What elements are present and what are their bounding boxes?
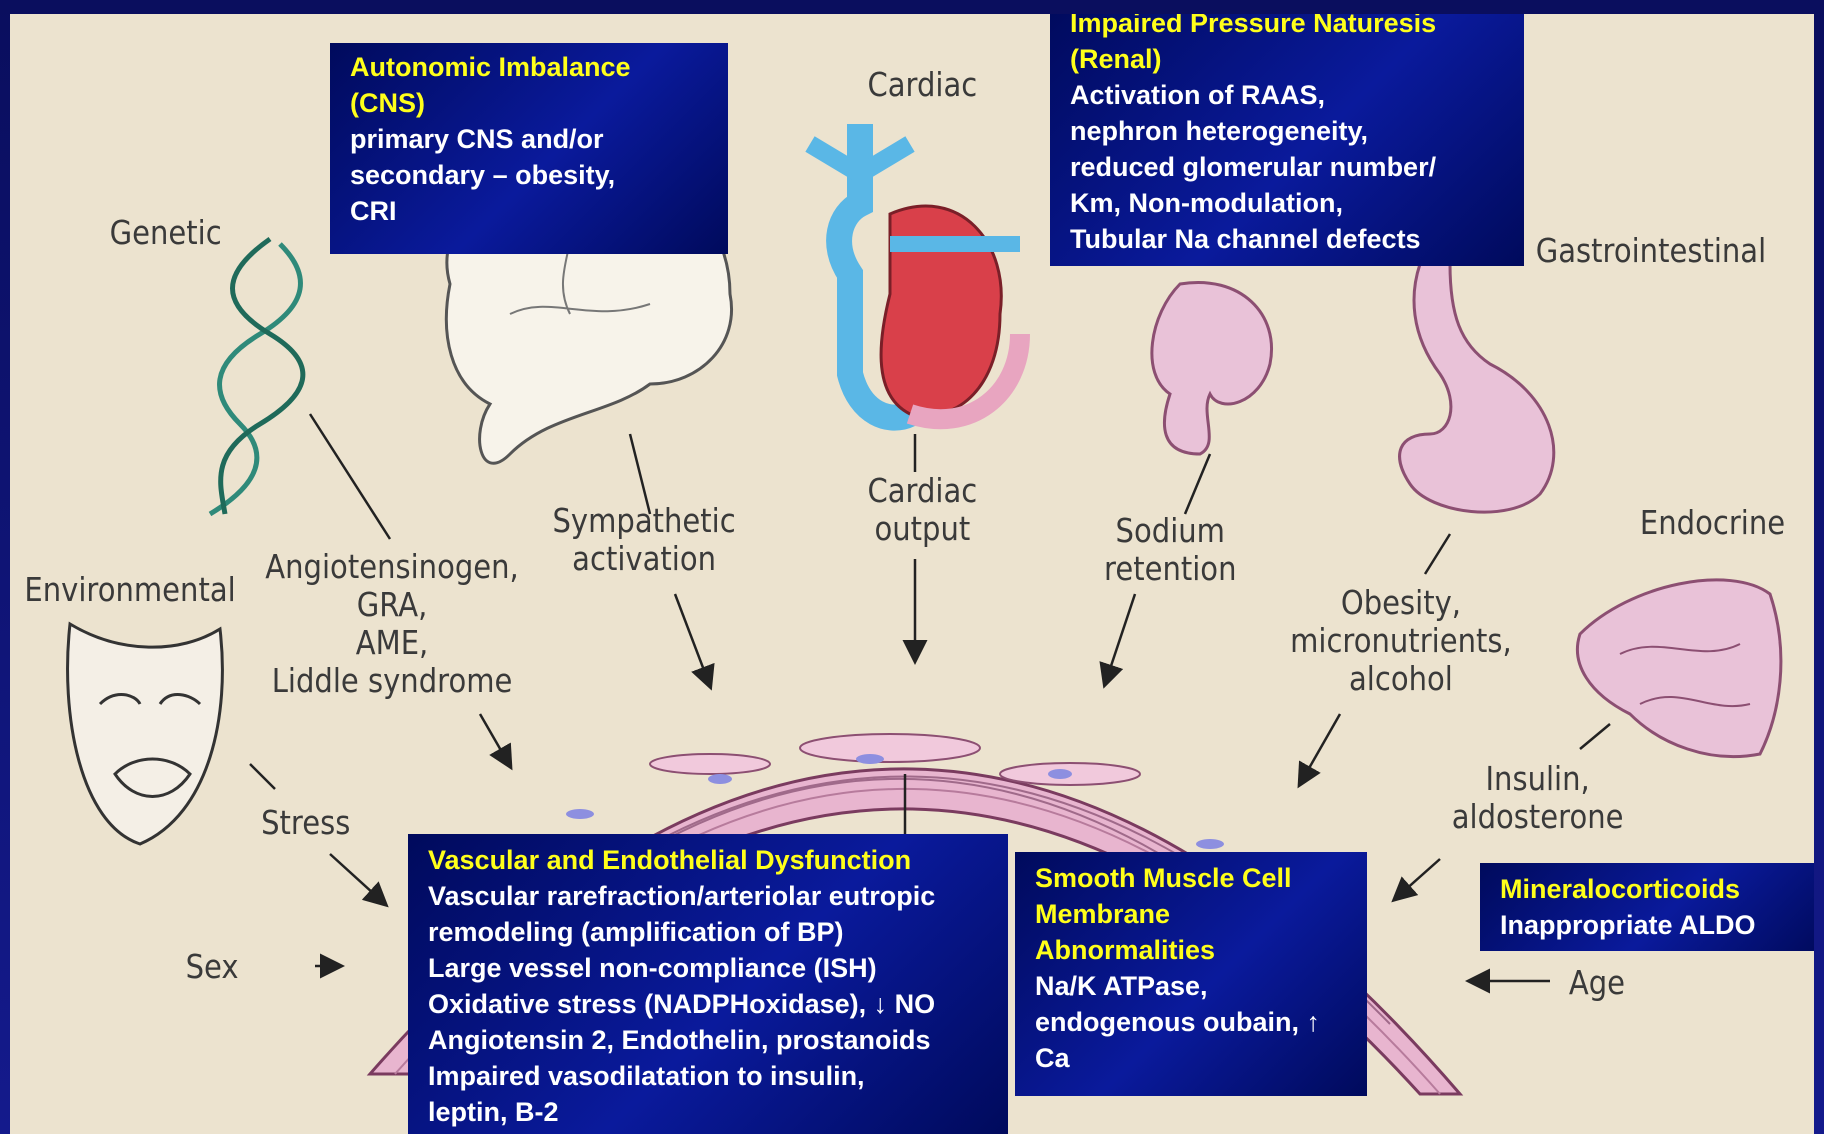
- box-vascular-endothelial-dysfunction: Vascular and Endothelial Dysfunction Vas…: [408, 834, 1008, 1134]
- label-sympathetic-activation: Sympathetic activation: [552, 502, 735, 578]
- box-text: Ca: [1035, 1040, 1347, 1076]
- box-text: Angiotensin 2, Endothelin, prostanoids: [428, 1022, 988, 1058]
- box-mineralocorticoids: Mineralocorticoids Inappropriate ALDO: [1480, 863, 1814, 951]
- box-text: endogenous oubain, ↑: [1035, 1004, 1347, 1040]
- label-angiotensinogen: Angiotensinogen, GRA, AME, Liddle syndro…: [265, 548, 519, 700]
- theater-mask-icon: [68, 624, 223, 844]
- box-heading: (Renal): [1070, 41, 1504, 77]
- box-text: reduced glomerular number/: [1070, 149, 1504, 185]
- box-impaired-pressure-naturesis: Impaired Pressure Naturesis (Renal) Acti…: [1050, 14, 1524, 266]
- stomach-icon: [1400, 264, 1554, 512]
- label-sex: Sex: [186, 948, 239, 986]
- label-cardiac: Cardiac: [867, 66, 977, 104]
- adrenal-gland-icon: [1577, 580, 1780, 757]
- heart-icon: [810, 124, 1020, 419]
- dna-helix-icon: [210, 239, 303, 514]
- box-smooth-muscle-cell: Smooth Muscle Cell Membrane Abnormalitie…: [1015, 852, 1367, 1096]
- box-text: Oxidative stress (NADPHoxidase), ↓ NO: [428, 986, 988, 1022]
- box-heading: Membrane: [1035, 896, 1347, 932]
- box-text: nephron heterogeneity,: [1070, 113, 1504, 149]
- box-text: Vascular rarefraction/arteriolar eutropi…: [428, 878, 988, 914]
- box-text: Inappropriate ALDO: [1500, 907, 1804, 943]
- label-endocrine: Endocrine: [1640, 504, 1785, 542]
- label-age: Age: [1569, 964, 1625, 1002]
- box-heading: Smooth Muscle Cell: [1035, 860, 1347, 896]
- box-text: primary CNS and/or: [350, 121, 708, 157]
- box-text: secondary – obesity,: [350, 157, 708, 193]
- box-text: Tubular Na channel defects: [1070, 221, 1504, 257]
- label-insulin-aldosterone: Insulin, aldosterone: [1452, 760, 1624, 836]
- label-sodium-retention: Sodium retention: [1104, 512, 1236, 588]
- label-environmental: Environmental: [24, 571, 235, 609]
- box-heading: Impaired Pressure Naturesis: [1070, 14, 1504, 41]
- box-heading: Abnormalities: [1035, 932, 1347, 968]
- kidney-icon: [1152, 282, 1272, 454]
- box-heading: Mineralocorticoids: [1500, 871, 1804, 907]
- box-heading: Vascular and Endothelial Dysfunction: [428, 842, 988, 878]
- label-cardiac-output: Cardiac output: [867, 472, 977, 548]
- box-text: leptin, B-2: [428, 1094, 988, 1130]
- box-autonomic-imbalance: Autonomic Imbalance (CNS) primary CNS an…: [330, 43, 728, 254]
- label-genetic: Genetic: [110, 214, 222, 252]
- box-text: Impaired vasodilatation to insulin,: [428, 1058, 988, 1094]
- box-text: Na/K ATPase,: [1035, 968, 1347, 1004]
- label-obesity: Obesity, micronutrients, alcohol: [1290, 584, 1512, 698]
- box-text: Large vessel non-compliance (ISH): [428, 950, 988, 986]
- box-text: remodeling (amplification of BP): [428, 914, 988, 950]
- label-gastrointestinal: Gastrointestinal: [1536, 232, 1766, 270]
- box-text: CRI: [350, 193, 708, 229]
- box-text: Activation of RAAS,: [1070, 77, 1504, 113]
- box-heading: (CNS): [350, 85, 708, 121]
- box-text: Km, Non-modulation,: [1070, 185, 1504, 221]
- diagram-panel: Genetic Cardiac Gastrointestinal Endocri…: [10, 14, 1814, 1134]
- box-heading: Autonomic Imbalance: [350, 49, 708, 85]
- label-stress: Stress: [261, 804, 350, 842]
